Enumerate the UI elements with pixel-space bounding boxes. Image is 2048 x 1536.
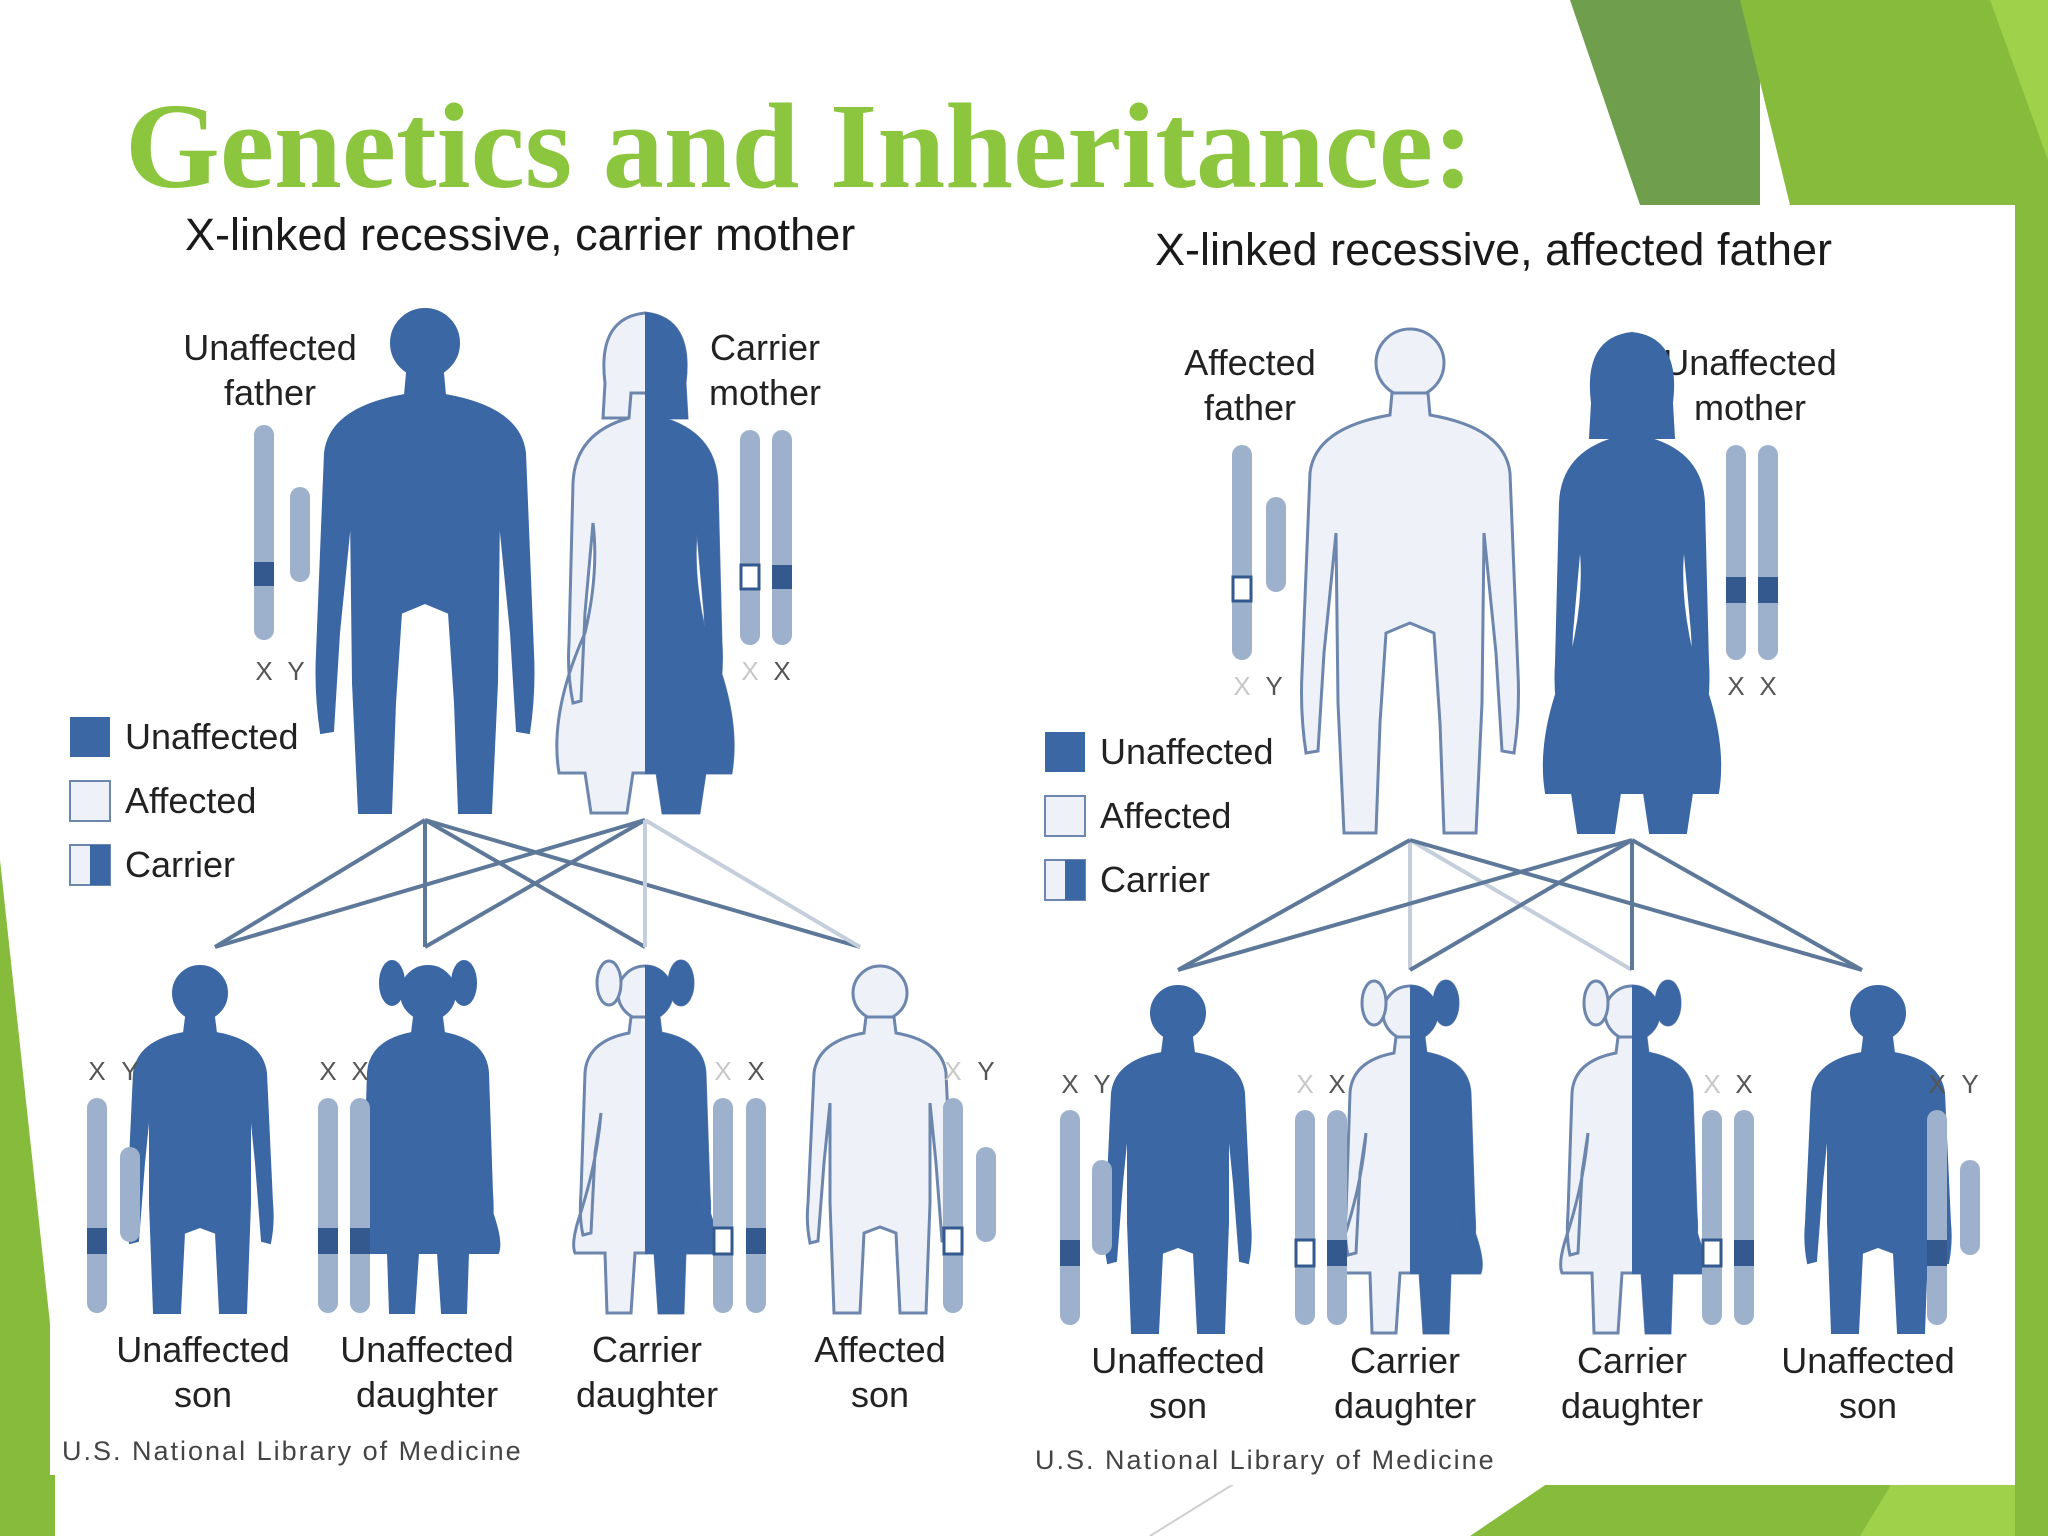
right-child-3-chromosomes: X X bbox=[1701, 1069, 1754, 1325]
left-child-2-label-line1: Unaffected bbox=[340, 1329, 513, 1370]
right-pedigree-panel: X-linked recessive, affected father Affe… bbox=[1010, 205, 2015, 1485]
right-legend-affected: Affected bbox=[1100, 795, 1231, 836]
right-child-4-label-line2: son bbox=[1839, 1385, 1897, 1426]
right-father-y-letter: Y bbox=[1265, 671, 1282, 701]
left-legend-unaffected: Unaffected bbox=[125, 716, 298, 757]
left-father-figure bbox=[315, 308, 535, 814]
left-child-1-y-letter: Y bbox=[121, 1056, 138, 1086]
legend-affected-swatch bbox=[69, 780, 111, 822]
right-child-3-x-letter-1: X bbox=[1703, 1069, 1720, 1099]
deco-shape-left-wedge bbox=[0, 860, 55, 1536]
left-child-1-chromosomes: X Y bbox=[87, 1056, 140, 1313]
right-child-1-label-line1: Unaffected bbox=[1091, 1340, 1264, 1381]
right-child-2-chromosomes: X X bbox=[1294, 1069, 1347, 1325]
slide-title: Genetics and Inheritance: bbox=[125, 86, 1474, 192]
right-father-label-line2: father bbox=[1204, 387, 1296, 428]
right-child-2-label-line2: daughter bbox=[1334, 1385, 1476, 1426]
left-child-4-figure bbox=[805, 964, 955, 1315]
right-mother-label-line2: mother bbox=[1694, 387, 1806, 428]
right-child-3-label-line2: daughter bbox=[1561, 1385, 1703, 1426]
left-child-2-x-letter-1: X bbox=[319, 1056, 336, 1086]
left-child-2-figure bbox=[355, 960, 501, 1314]
left-mother-figure bbox=[555, 311, 735, 815]
deco-thin-line bbox=[1149, 1479, 1241, 1536]
left-legend-carrier: Carrier bbox=[125, 844, 235, 885]
right-child-2-label-line1: Carrier bbox=[1350, 1340, 1460, 1381]
right-child-4-label-line1: Unaffected bbox=[1781, 1340, 1954, 1381]
left-child-3-x-letter-1: X bbox=[714, 1056, 731, 1086]
left-father-label-line1: Unaffected bbox=[183, 327, 356, 368]
right-father-chromosomes: X Y bbox=[1231, 445, 1286, 701]
left-father-x-letter: X bbox=[255, 656, 272, 686]
right-child-1-chromosomes: X Y bbox=[1060, 1069, 1112, 1325]
left-legend-affected: Affected bbox=[125, 780, 256, 821]
legend-unaffected-swatch bbox=[1045, 732, 1085, 772]
deco-shape-right-strip bbox=[2015, 160, 2048, 1536]
right-mother-chromosomes: X X bbox=[1726, 445, 1778, 701]
left-child-4-y-letter: Y bbox=[977, 1056, 994, 1086]
deco-shape-top-mid bbox=[1740, 0, 2048, 205]
left-mother-chromosomes: X X bbox=[739, 430, 792, 686]
right-legend-carrier: Carrier bbox=[1100, 859, 1210, 900]
right-child-2-x-letter-1: X bbox=[1296, 1069, 1313, 1099]
left-child-3-chromosomes: X X bbox=[712, 1056, 766, 1313]
right-child-1-figure bbox=[1104, 985, 1252, 1334]
legend-affected-swatch bbox=[1044, 795, 1086, 837]
right-child-1-x-letter: X bbox=[1061, 1069, 1078, 1099]
left-child-3-figure bbox=[572, 959, 718, 1315]
legend-unaffected-swatch bbox=[70, 717, 110, 757]
right-legend-unaffected: Unaffected bbox=[1100, 731, 1273, 772]
left-legend: Unaffected Affected Carrier bbox=[69, 716, 298, 886]
left-child-2-x-letter-2: X bbox=[351, 1056, 368, 1086]
left-child-1-x-letter: X bbox=[88, 1056, 105, 1086]
left-mother-x-letter-1: X bbox=[741, 656, 758, 686]
right-child-3-figure bbox=[1559, 979, 1705, 1335]
right-child-1-y-letter: Y bbox=[1093, 1069, 1110, 1099]
right-mother-x-letter-1: X bbox=[1727, 671, 1744, 701]
right-child-4-x-letter: X bbox=[1928, 1069, 1945, 1099]
left-child-3-label-line2: daughter bbox=[576, 1374, 718, 1415]
left-child-2-label-line2: daughter bbox=[356, 1374, 498, 1415]
left-child-1-label-line1: Unaffected bbox=[116, 1329, 289, 1370]
left-mother-label-line2: mother bbox=[709, 372, 821, 413]
left-child-3-label-line1: Carrier bbox=[592, 1329, 702, 1370]
right-credit: U.S. National Library of Medicine bbox=[1035, 1445, 1496, 1475]
left-child-4-chromosomes: X Y bbox=[942, 1056, 996, 1313]
left-child-1-label-line2: son bbox=[174, 1374, 232, 1415]
left-pedigree-panel: X-linked recessive, carrier mother Unaff… bbox=[50, 195, 1040, 1475]
left-inheritance-lines bbox=[213, 818, 862, 949]
right-child-4-chromosomes: X Y bbox=[1927, 1069, 1980, 1325]
left-child-4-x-letter: X bbox=[944, 1056, 961, 1086]
left-child-4-label-line2: son bbox=[851, 1374, 909, 1415]
right-panel-title: X-linked recessive, affected father bbox=[1155, 224, 1832, 275]
right-child-3-label-line1: Carrier bbox=[1577, 1340, 1687, 1381]
right-mother-label-line1: Unaffected bbox=[1663, 342, 1836, 383]
right-father-figure bbox=[1300, 327, 1520, 835]
left-father-chromosomes: X Y bbox=[254, 425, 310, 686]
right-child-4-y-letter: Y bbox=[1961, 1069, 1978, 1099]
right-mother-x-letter-2: X bbox=[1759, 671, 1776, 701]
right-child-2-figure bbox=[1337, 979, 1483, 1335]
right-father-label-line1: Affected bbox=[1184, 342, 1315, 383]
left-mother-x-letter-2: X bbox=[773, 656, 790, 686]
left-child-2-chromosomes: X X bbox=[318, 1056, 370, 1313]
left-father-label-line2: father bbox=[224, 372, 316, 413]
right-child-2-x-letter-2: X bbox=[1328, 1069, 1345, 1099]
left-father-y-letter: Y bbox=[287, 656, 304, 686]
deco-shape-top-light bbox=[1990, 0, 2048, 160]
left-child-4-label-line1: Affected bbox=[814, 1329, 945, 1370]
right-child-3-x-letter-2: X bbox=[1735, 1069, 1752, 1099]
right-inheritance-lines bbox=[1177, 838, 1863, 972]
right-child-1-label-line2: son bbox=[1149, 1385, 1207, 1426]
left-panel-title: X-linked recessive, carrier mother bbox=[185, 209, 855, 260]
left-credit: U.S. National Library of Medicine bbox=[62, 1436, 523, 1466]
deco-shape-top-dark bbox=[1570, 0, 1760, 205]
left-mother-label-line1: Carrier bbox=[710, 327, 820, 368]
left-child-1-figure bbox=[126, 965, 274, 1314]
left-child-3-x-letter-2: X bbox=[747, 1056, 764, 1086]
right-legend: Unaffected Affected Carrier bbox=[1044, 731, 1273, 901]
right-father-x-letter: X bbox=[1233, 671, 1250, 701]
